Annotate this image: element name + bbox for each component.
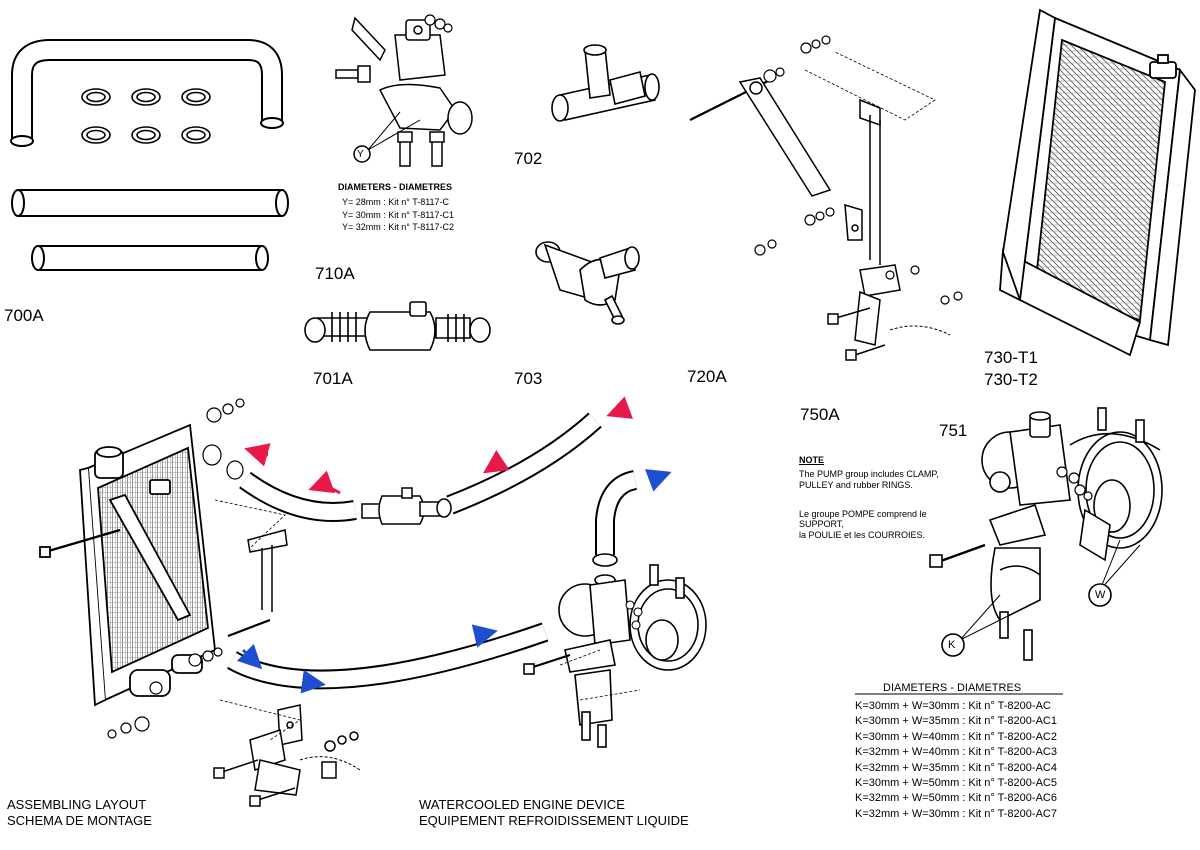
part-label-702: 702 [514, 149, 543, 168]
part-label-730-t1: 730-T1 [984, 348, 1038, 367]
kit-table-750-row: K=30mm + W=30mm : Kit n° T-8200-AC [855, 700, 1051, 712]
assembly-inline-valve [361, 487, 452, 525]
kit-table-750-row: K=32mm + W=30mm : Kit n° T-8200-AC7 [855, 807, 1057, 820]
caption-assembling-fr: SCHEMA DE MONTAGE [7, 813, 152, 828]
caption-device-en: WATERCOOLED ENGINE DEVICE [419, 797, 625, 812]
clamp-group [81, 88, 211, 144]
caption-assembling-en: ASSEMBLING LAYOUT [7, 797, 147, 812]
part-label-710A: 710A [315, 264, 355, 283]
assembly-pump [523, 553, 707, 748]
caption-assembling: ASSEMBLING LAYOUT SCHEMA DE MONTAGE [7, 797, 152, 829]
part-label-730-t2: 730-T2 [984, 370, 1038, 389]
kit-table-750-row: K=32mm + W=35mm : Kit n° T-8200-AC4 [855, 761, 1057, 774]
radiator-730 [999, 8, 1196, 357]
kit-table-750-row: K=30mm + W=35mm : Kit n° T-8200-AC1 [855, 715, 1057, 728]
part-label-720A: 720A [687, 367, 727, 386]
part-label-701A: 701A [313, 369, 353, 388]
kit-table-750-row: K=32mm + W=50mm : Kit n° T-8200-AC6 [855, 792, 1057, 805]
kit-table-710-row: Y= 32mm : Kit n° T-8117-C2 [342, 222, 455, 233]
water-pump-751 [929, 407, 1163, 661]
note-en-line: PULLEY and rubber RINGS. [799, 479, 913, 490]
note-fr-line: SUPPORT, [799, 519, 844, 530]
kit-table-750-heading: DIAMETERS - DIAMETRES [883, 682, 1022, 694]
note-fr-line: Le groupe POMPE comprend le [799, 509, 927, 520]
note-fr-line: la POULIE et les COURROIES. [799, 529, 926, 540]
part-label-751: 751 [939, 421, 968, 440]
callout-w: W [1095, 589, 1106, 601]
thermostat-703 [535, 241, 640, 325]
t-fitting-702 [551, 44, 660, 122]
assembly-guides [214, 499, 641, 741]
part-label-700A: 700A [4, 306, 44, 325]
assembly-hoses [227, 412, 638, 690]
kit-table-750-row: K=30mm + W=50mm : Kit n° T-8200-AC5 [855, 777, 1057, 790]
caption-device: WATERCOOLED ENGINE DEVICE EQUIPEMENT REF… [419, 797, 689, 829]
cold-flow-arrows [236, 469, 672, 694]
callout-k: K [948, 639, 956, 651]
kit-table-710-heading: DIAMETERS - DIAMETRES [338, 182, 453, 192]
hose-kit-700A [10, 39, 289, 271]
kit-table-750-row: K=30mm + W=40mm : Kit n° T-8200-AC2 [855, 730, 1057, 743]
note-title: NOTE [799, 455, 825, 465]
inline-valve-701A [304, 301, 491, 351]
hot-flow-arrows [244, 396, 634, 495]
pump-note: NOTE The PUMP group includes CLAMP, PULL… [799, 455, 939, 540]
kit-table-710: DIAMETERS - DIAMETRES Y= 28mm : Kit n° T… [338, 182, 454, 232]
assembly-radiator [39, 398, 271, 739]
clamp-bracket-710A [335, 14, 473, 167]
kit-table-710-row: Y= 28mm : Kit n° T-8117-C [342, 197, 450, 208]
part-label-703: 703 [514, 369, 543, 388]
kit-table-710-row: Y= 30mm : Kit n° T-8117-C1 [342, 209, 455, 220]
part-label-750A: 750A [800, 405, 840, 424]
kit-table-750: DIAMETERS - DIAMETRES K=30mm + W=30mm : … [855, 682, 1057, 822]
caption-device-fr: EQUIPEMENT REFROIDISSEMENT LIQUIDE [419, 813, 689, 828]
note-en-line: The PUMP group includes CLAMP, [799, 469, 939, 480]
kit-table-750-row: K=32mm + W=40mm : Kit n° T-8200-AC3 [855, 746, 1057, 759]
assembly-bracket [213, 529, 361, 807]
callout-y: Y [357, 149, 364, 160]
mounting-bracket-720A [689, 35, 963, 361]
